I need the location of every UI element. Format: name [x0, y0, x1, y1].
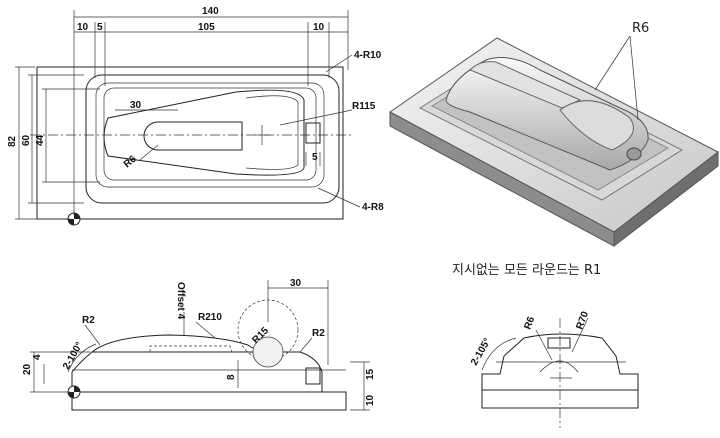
callout-r210: R210: [198, 312, 222, 323]
dim-front-20: 20: [22, 363, 33, 375]
callout-front-r2-left: R2: [82, 315, 95, 326]
front-origin-quadrant: [74, 386, 80, 392]
leader-iso-r6: [594, 35, 631, 91]
front-r15-cap: [252, 336, 284, 368]
leader-side-r70: [571, 317, 589, 353]
leader-r210: [195, 321, 216, 339]
slot-outline: [143, 121, 243, 151]
front-pin: [305, 367, 321, 385]
dim-front-15: 15: [365, 368, 376, 380]
callout-side-r6: R6: [522, 315, 537, 331]
leader-r115: [279, 109, 353, 126]
dim-front-10: 10: [365, 394, 376, 406]
front-origin-quadrant-2: [68, 392, 74, 398]
callout-4-r10: 4-R10: [354, 50, 382, 61]
dim-front-30: 30: [290, 278, 302, 289]
callout-r115: R115: [352, 101, 376, 112]
dim-82: 82: [7, 135, 18, 147]
general-note: 지시없는 모든 라운드는 R1: [452, 263, 601, 278]
dim-slot-30: 30: [130, 100, 142, 111]
dim-44: 44: [35, 134, 46, 146]
side-draft-arc: [481, 337, 517, 371]
dim-left-10: 10: [77, 22, 89, 33]
callout-4-r8: 4-R8: [362, 202, 384, 213]
side-body-outline: [481, 333, 639, 390]
origin-quadrant-2: [68, 219, 74, 225]
leader-r2: [84, 324, 101, 346]
leader-side-r6: [535, 329, 553, 361]
callout-side-2-105: 2-105°: [469, 336, 493, 367]
callout-side-r70: R70: [574, 310, 591, 331]
iso-pin: [626, 147, 642, 161]
callout-draft-2-100: 2-100°: [61, 340, 85, 371]
front-body-outline: [71, 351, 323, 392]
leader-r6: [139, 144, 159, 161]
side-view: 지시없는 모든 라운드는 R1 2-105° R6 R70: [452, 263, 639, 428]
draft-arc-left: [67, 343, 97, 373]
raised-body: [103, 89, 305, 176]
front-offset-line: [149, 345, 233, 353]
pocket-rim: [85, 74, 340, 204]
leader-r2-right: [299, 337, 313, 353]
callout-front-r2-right: R2: [312, 328, 325, 339]
front-view: 20 4 8 15 10 30 R2 R210 R15 R2 2-100° Of…: [22, 278, 376, 411]
side-r6-arc: [539, 360, 579, 373]
iso-cap: [559, 100, 634, 151]
dim-60: 60: [21, 134, 32, 146]
dim-right-10: 10: [313, 22, 325, 33]
dim-140: 140: [202, 6, 219, 17]
callout-r6-slot: R6: [122, 153, 139, 170]
front-plate: [71, 391, 347, 411]
callout-iso-r6: R6: [632, 21, 649, 36]
pin-outline: [305, 122, 321, 144]
top-view: 140 10 5 105 10 82 60 44 30 R6 4-R10 R11…: [7, 6, 384, 226]
callout-offset-4: Offset 4: [175, 282, 186, 320]
leader-iso-r6-b: [629, 35, 639, 121]
dim-left-5: 5: [97, 22, 103, 33]
cap-outline: [245, 95, 299, 170]
front-top-curve: [91, 334, 263, 353]
iso-plate-side: [613, 150, 719, 248]
iso-view: R6: [389, 21, 719, 248]
leader-r8: [317, 187, 361, 208]
origin-quadrant: [74, 213, 80, 219]
plate-outline: [36, 66, 344, 220]
leader-r10: [325, 54, 353, 73]
dim-right-5: 5: [312, 152, 318, 163]
dim-105: 105: [198, 22, 215, 33]
side-pin: [547, 337, 571, 349]
dim-front-8: 8: [226, 374, 237, 380]
dim-front-4: 4: [32, 354, 43, 360]
